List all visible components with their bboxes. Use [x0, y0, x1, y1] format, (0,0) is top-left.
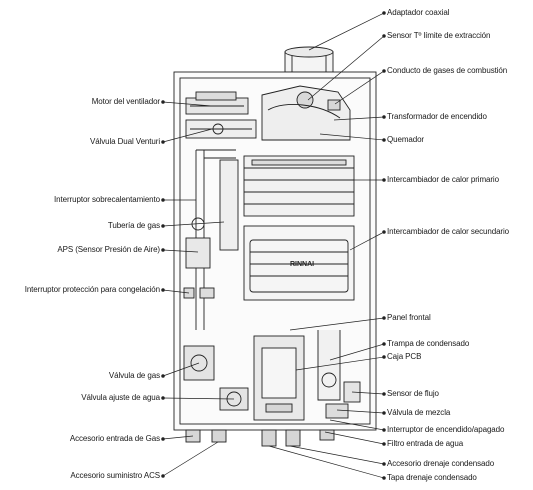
leader-line	[349, 231, 385, 251]
leader-dot	[382, 392, 386, 396]
leader-dot	[161, 100, 165, 104]
leader-line	[289, 445, 385, 465]
coaxial-adapter	[284, 46, 334, 73]
pcb-box	[253, 335, 305, 421]
fan-motor	[185, 91, 249, 115]
callout-label-right: Adaptador coaxial	[387, 8, 450, 17]
leader-dot	[382, 355, 386, 359]
leader-dot	[161, 374, 165, 378]
callout-label-left: APS (Sensor Presión de Aire)	[57, 245, 160, 254]
dual-venturi	[185, 119, 257, 139]
leader-dot	[161, 224, 165, 228]
leader-line	[333, 116, 385, 121]
callout-label-right: Tapa drenaje condensado	[387, 473, 477, 482]
leader-line	[329, 343, 385, 361]
leader-dot	[161, 396, 165, 400]
secondary-heat-exchanger	[243, 225, 355, 301]
leader-line	[319, 133, 385, 141]
leader-line	[162, 128, 213, 143]
callout-label-left: Válvula Dual Venturi	[89, 137, 160, 146]
leader-lines	[161, 11, 386, 480]
leader-dot	[161, 437, 165, 441]
leader-dot	[382, 428, 386, 432]
leader-dot	[382, 342, 386, 346]
leader-dot	[382, 442, 386, 446]
callout-label-right: Caja PCB	[387, 352, 422, 361]
leader-line	[162, 362, 200, 377]
callout-label-right: Conducto de gases de combustión	[387, 66, 508, 75]
callout-label-left: Válvula ajuste de agua	[81, 393, 160, 402]
leader-dot	[382, 138, 386, 142]
bottom-fittings	[185, 429, 335, 447]
callout-label-left: Accesorio entrada de Gas	[69, 434, 160, 443]
callout-label-right: Filtro entrada de agua	[387, 439, 464, 448]
callout-label-left: Válvula de gas	[108, 371, 160, 380]
callout-label-right: Intercambiador de calor primario	[387, 175, 499, 184]
nameplate: RINNAI	[290, 261, 314, 268]
callout-label-right: Sensor Tº límite de extracción	[387, 31, 491, 40]
leader-dot	[161, 248, 165, 252]
callout-label-left: Interruptor protección para congelación	[24, 285, 160, 294]
leader-dot	[382, 411, 386, 415]
leader-line	[162, 441, 219, 477]
leader-line	[162, 289, 190, 294]
callout-label-left: Tubería de gas	[107, 221, 160, 230]
callout-label-right: Trampa de condensado	[387, 339, 470, 348]
leader-dot	[161, 288, 165, 292]
leader-line	[162, 249, 199, 253]
callout-label-right: Panel frontal	[387, 313, 431, 322]
leader-line	[334, 70, 385, 105]
leader-dot	[382, 11, 386, 15]
leader-line	[308, 12, 385, 51]
leader-dot	[382, 178, 386, 182]
leader-line	[324, 431, 385, 445]
callout-label-right: Válvula de mezcla	[387, 408, 451, 417]
leader-line	[307, 35, 385, 101]
leader-line	[289, 317, 385, 331]
leader-line	[268, 445, 385, 479]
exhaust-duct	[261, 85, 351, 141]
leader-dot	[161, 198, 165, 202]
callout-label-right: Intercambiador de calor secundario	[387, 227, 510, 236]
callout-label-left: Motor del ventilador	[91, 97, 160, 106]
leader-dot	[382, 230, 386, 234]
callout-label-right: Sensor de flujo	[387, 389, 439, 398]
leader-line	[351, 391, 385, 395]
leader-line	[162, 435, 194, 440]
leader-line	[162, 397, 235, 400]
leader-dot	[382, 462, 386, 466]
callout-label-left: Accesorio suministro ACS	[70, 471, 160, 480]
gas-pipe	[185, 149, 239, 330]
leader-dot	[382, 476, 386, 480]
primary-heat-exchanger	[243, 155, 355, 217]
leader-dot	[382, 69, 386, 73]
leader-line	[295, 356, 385, 371]
leader-dot	[382, 316, 386, 320]
leader-line	[162, 221, 225, 227]
callout-label-left: Interruptor sobrecalentamiento	[54, 195, 160, 204]
leader-dot	[161, 474, 165, 478]
leader-dot	[382, 115, 386, 119]
leader-dot	[382, 34, 386, 38]
leader-line	[336, 409, 385, 414]
callout-label-right: Transformador de encendido	[387, 112, 487, 121]
callout-label-right: Interruptor de encendido/apagado	[387, 425, 505, 434]
leader-line	[329, 419, 385, 431]
leader-line	[162, 101, 213, 107]
callout-label-right: Quemador	[387, 135, 424, 144]
leader-dot	[161, 140, 165, 144]
callout-label-right: Accesorio drenaje condensado	[387, 459, 495, 468]
